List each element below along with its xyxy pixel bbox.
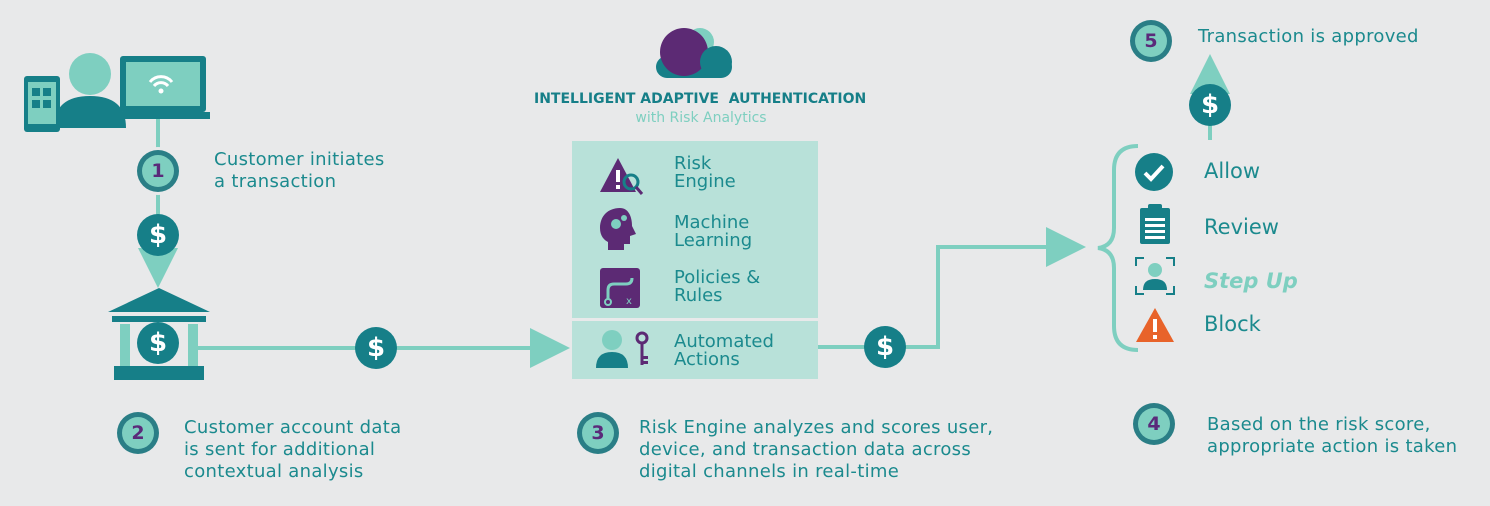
step-4-text: Based on the risk score, appropriate act… [1207, 414, 1458, 457]
outcome-allow: Allow [1204, 159, 1261, 183]
outcome-review: Review [1204, 215, 1279, 239]
step-1-text: Customer initiates a transaction [214, 149, 385, 192]
bank-icon [108, 288, 210, 380]
clipboard-icon [1140, 204, 1170, 244]
step-5-badge: 5 [1130, 20, 1172, 62]
check-icon [1135, 153, 1173, 191]
dollar-icon: $ [1189, 84, 1231, 126]
bank-dollar-icon: $ [137, 322, 179, 364]
cloud-logo-icon [656, 28, 732, 78]
step-2-badge: 2 [117, 412, 159, 454]
panel-title: INTELLIGENT ADAPTIVE AUTHENTICATION [534, 91, 867, 107]
outcome-block: Block [1204, 312, 1261, 336]
dollar-icon: $ [355, 327, 397, 369]
dollar-icon: $ [864, 326, 906, 368]
step-5-text: Transaction is approved [1198, 26, 1419, 47]
customer-devices-icon [24, 53, 210, 132]
svg-text:x: x [626, 296, 632, 307]
machine-learning-icon [600, 208, 636, 250]
user-verify-icon [1135, 257, 1175, 295]
step-3-badge: 3 [577, 412, 619, 454]
warning-icon [1136, 308, 1174, 342]
step-4-badge: 4 [1133, 403, 1175, 445]
risk-engine-icon [600, 158, 644, 195]
panel-divider [572, 318, 818, 321]
automated-actions-icon [596, 330, 649, 368]
step-1-badge: 1 [137, 150, 179, 192]
panel-item-policies-rules: Policies &Rules [674, 267, 761, 306]
dollar-icon: $ [137, 214, 179, 256]
step-3-text: Risk Engine analyzes and scores user, de… [639, 417, 994, 482]
policies-rules-icon: x [600, 268, 640, 308]
outcome-step-up: Step Up [1204, 269, 1298, 293]
step-2-text: Customer account data is sent for additi… [184, 417, 402, 482]
panel-subtitle: with Risk Analytics [635, 110, 767, 126]
